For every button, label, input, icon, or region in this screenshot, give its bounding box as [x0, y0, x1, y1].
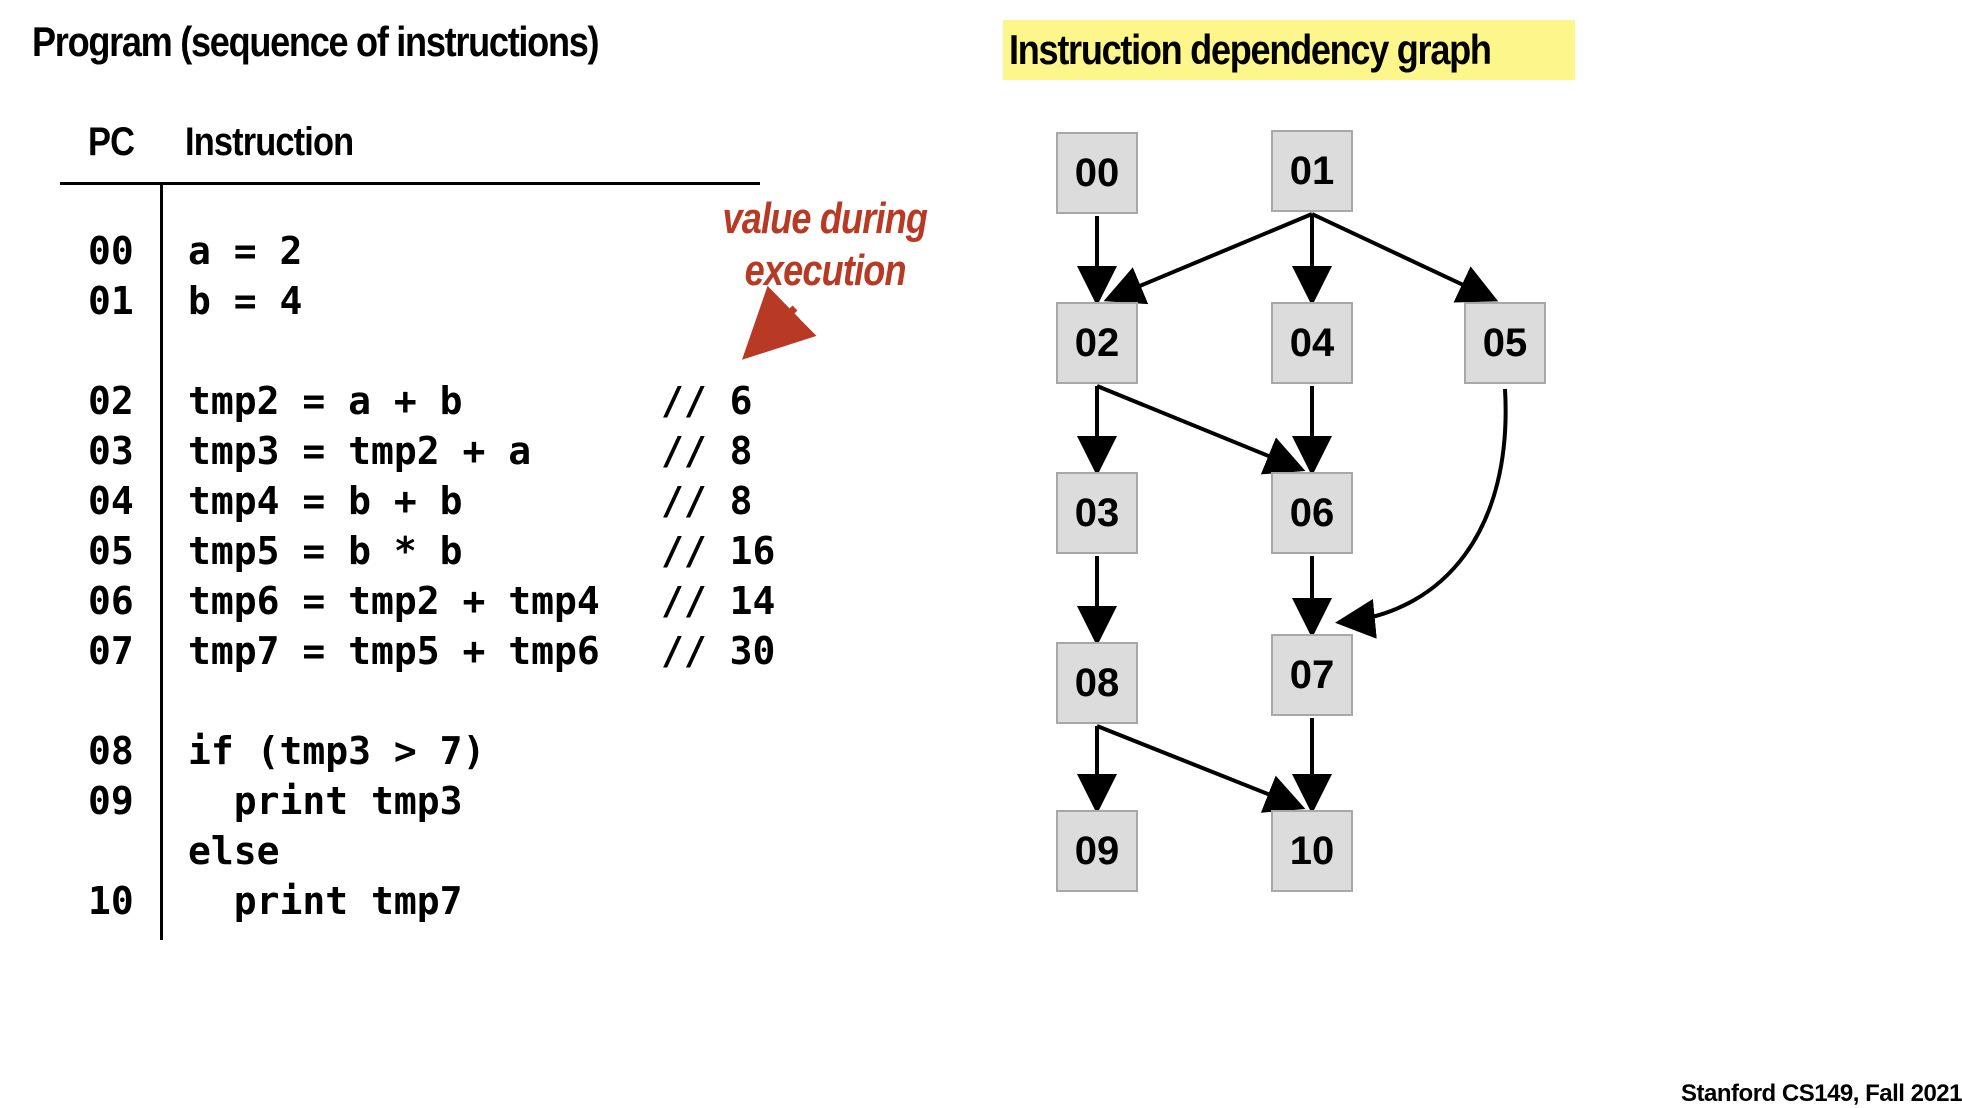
program-title: Program (sequence of instructions): [32, 18, 600, 65]
course-footer: Stanford CS149, Fall 2021: [1681, 1080, 1962, 1107]
pc-value: 09: [88, 779, 134, 823]
graph-node: 01: [1271, 130, 1353, 212]
pc-column-header: PC: [88, 120, 135, 164]
dependency-edge: [1096, 384, 1306, 475]
value-comment: // 30: [661, 629, 776, 673]
instruction-code: a = 2: [188, 229, 303, 273]
instruction-code: print tmp3: [188, 779, 463, 823]
graph-node: 03: [1056, 472, 1138, 554]
dependency-edge: [1311, 212, 1499, 303]
value-comment: // 14: [661, 579, 776, 623]
graph-node: 05: [1464, 302, 1546, 384]
instruction-code: print tmp7: [188, 879, 463, 923]
value-annotation: value during execution: [700, 193, 950, 297]
pc-value: 08: [88, 729, 134, 773]
instruction-code: tmp3 = tmp2 + a: [188, 429, 532, 473]
pc-value: 03: [88, 429, 134, 473]
graph-node: 00: [1056, 132, 1138, 214]
dependency-edge: [1335, 388, 1508, 639]
pc-value: 02: [88, 379, 134, 423]
pc-value: 05: [88, 529, 134, 573]
instruction-code: else: [188, 829, 280, 873]
dependency-edge: [1103, 212, 1313, 305]
pc-value: 07: [88, 629, 134, 673]
annotation-line-1: value during: [722, 194, 928, 243]
instruction-code: if (tmp3 > 7): [188, 729, 486, 773]
dependency-edge: [1096, 724, 1306, 813]
pc-value: 10: [88, 879, 134, 923]
graph-node: 04: [1271, 302, 1353, 384]
instruction-code: tmp7 = tmp5 + tmp6: [188, 629, 600, 673]
instruction-code: b = 4: [188, 279, 303, 323]
value-comment: // 6: [661, 379, 753, 423]
graph-node: 07: [1271, 634, 1353, 716]
instruction-code: tmp4 = b + b: [188, 479, 463, 523]
column-divider: [160, 185, 163, 940]
pc-value: 00: [88, 229, 134, 273]
header-rule: [60, 182, 760, 185]
value-comment: // 16: [661, 529, 776, 573]
graph-node: 06: [1271, 472, 1353, 554]
instruction-code: tmp2 = a + b: [188, 379, 463, 423]
instruction-code: tmp5 = b * b: [188, 529, 463, 573]
annotation-arrow: [741, 285, 817, 360]
graph-node: 10: [1271, 810, 1353, 892]
graph-node: 08: [1056, 642, 1138, 724]
graph-node: 02: [1056, 302, 1138, 384]
graph-title-text: Instruction dependency graph: [1009, 26, 1492, 73]
graph-node: 09: [1056, 810, 1138, 892]
pc-value: 01: [88, 279, 134, 323]
pc-value: 04: [88, 479, 134, 523]
value-comment: // 8: [661, 429, 753, 473]
instruction-code: tmp6 = tmp2 + tmp4: [188, 579, 600, 623]
pc-value: 06: [88, 579, 134, 623]
graph-title: Instruction dependency graph: [1003, 20, 1576, 80]
value-comment: // 8: [661, 479, 753, 523]
instruction-column-header: Instruction: [185, 120, 354, 164]
